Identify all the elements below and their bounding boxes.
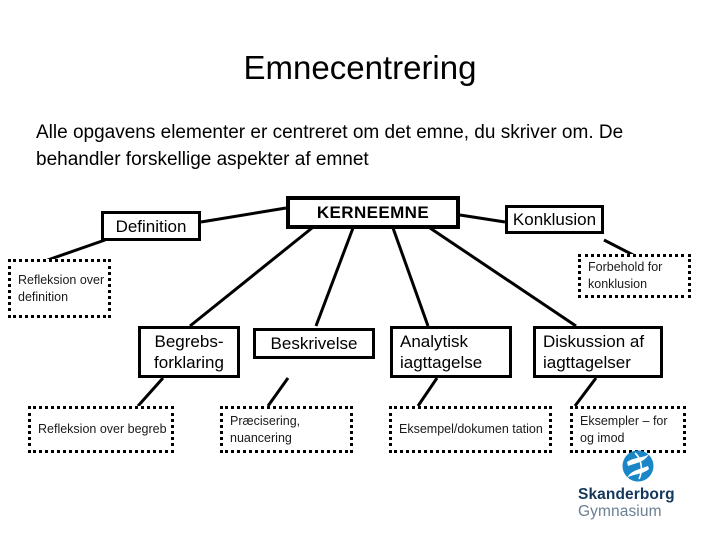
node-eksempel-dokumentation[interactable]: Eksempel/dokumen tation [389,406,552,453]
node-definition-label: Definition [115,216,187,236]
school-logo: Skanderborg Gymnasium [578,450,696,528]
logo-name: Skanderborg [578,486,675,503]
node-analytisk-iagttagelse[interactable]: Analytisk iagttagelse [390,326,512,378]
node-begrebsforklaring[interactable]: Begrebs-forklaring [138,326,240,378]
node-forbehold-for-konklusion-label: Forbehold for konklusion [588,260,663,291]
node-eksempler-for-og-imod-label: Eksempler – for og imod [580,413,668,445]
node-eksempler-for-og-imod[interactable]: Eksempler – for og imod [570,406,686,453]
logo-subtitle: Gymnasium [578,503,662,520]
node-diskussion-af-iagttagelser-label: Diskussion af iagttagelser [543,332,645,372]
node-analytisk-iagttagelse-label: Analytisk iagttagelse [400,332,483,372]
node-beskrivelse[interactable]: Beskrivelse [253,328,375,359]
slide-body-text: Alle opgavens elementer er centreret om … [36,122,624,170]
node-konklusion[interactable]: Konklusion [505,205,604,234]
node-forbehold-for-konklusion[interactable]: Forbehold for konklusion [578,254,691,298]
node-praecisering-nuancering-label: Præcisering, nuancering [230,413,301,445]
node-begrebsforklaring-label: Begrebs-forklaring [154,332,224,372]
page-title: Emnecentrering [243,49,477,86]
node-eksempel-dokumentation-label: Eksempel/dokumen tation [399,422,543,436]
skanderborg-circle-icon [622,450,654,482]
node-refleksion-over-begreb[interactable]: Refleksion over begreb [28,406,174,453]
node-praecisering-nuancering[interactable]: Præcisering, nuancering [220,406,353,453]
node-refleksion-over-definition-label: Refleksion over definition [18,272,105,304]
node-kerneemne[interactable]: KERNEEMNE [286,196,460,229]
node-konklusion-label: Konklusion [512,210,597,229]
node-kerneemne-label: KERNEEMNE [316,203,430,222]
node-refleksion-over-begreb-label: Refleksion over begreb [38,422,167,436]
node-beskrivelse-label: Beskrivelse [270,334,358,353]
node-diskussion-af-iagttagelser[interactable]: Diskussion af iagttagelser [533,326,663,378]
node-refleksion-over-definition[interactable]: Refleksion over definition [8,259,111,318]
node-definition[interactable]: Definition [101,211,201,241]
